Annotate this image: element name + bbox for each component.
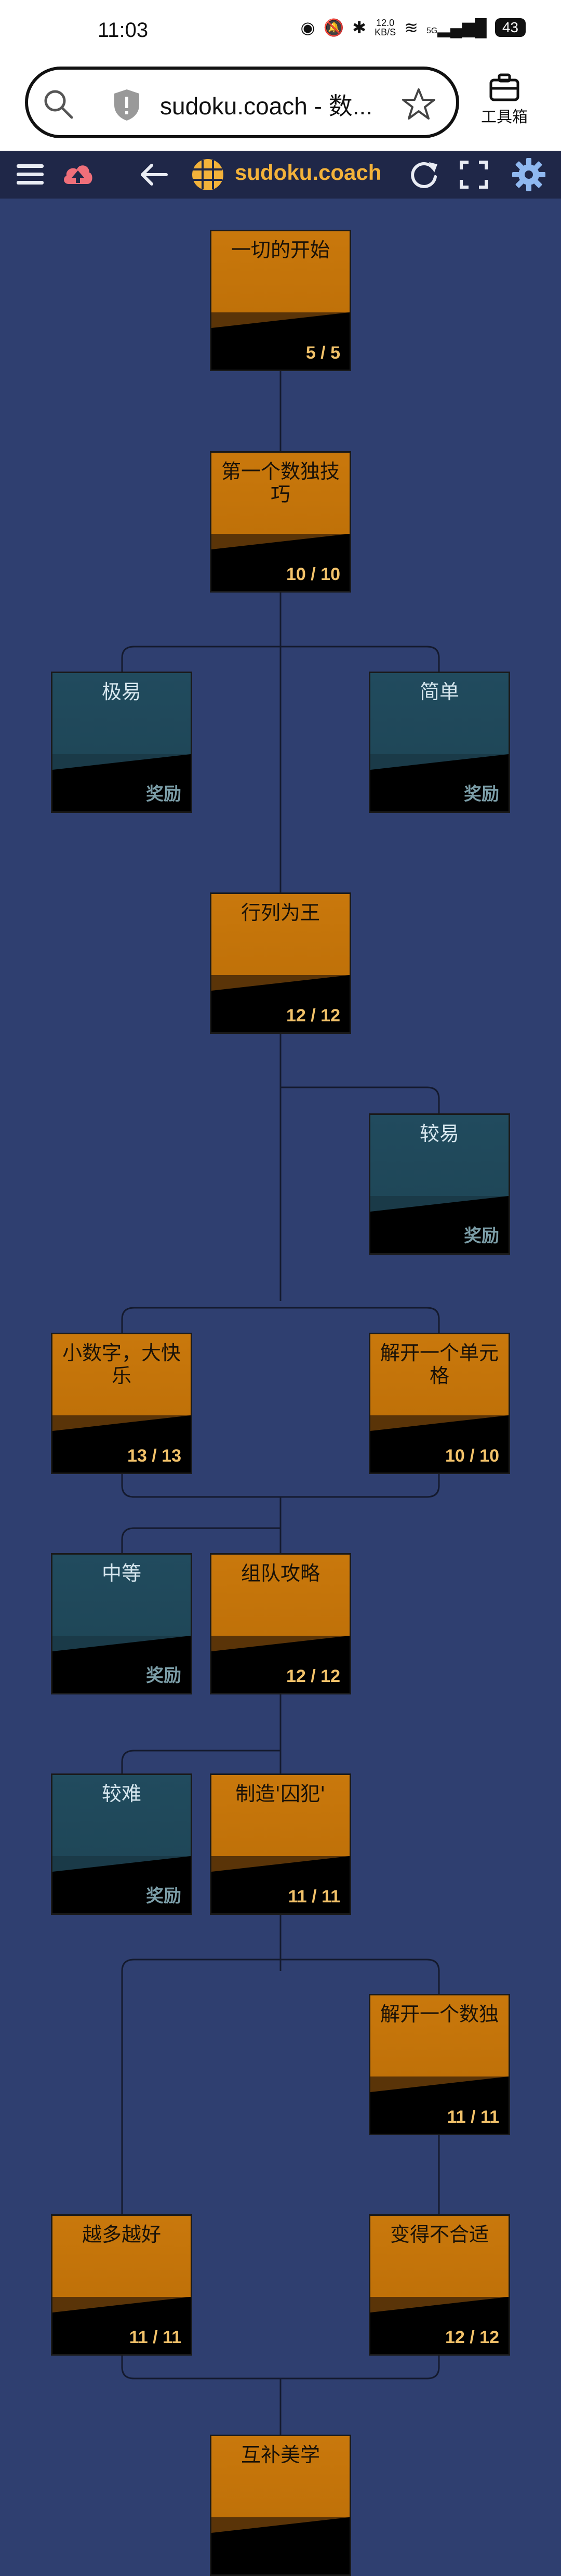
node-title: 小数字，大快乐: [62, 1342, 181, 1387]
node-progress: 11 / 11: [129, 2328, 181, 2347]
node-title: 第一个数独技巧: [221, 460, 340, 506]
lesson-node[interactable]: 互补美学: [210, 2435, 351, 2576]
node-progress: 5 / 5: [305, 343, 340, 363]
lesson-node[interactable]: 制造'囚犯' 11 / 11: [210, 1773, 351, 1915]
reward-node[interactable]: 较易 奖励: [369, 1113, 510, 1255]
lesson-node[interactable]: 一切的开始 5 / 5: [210, 230, 351, 371]
node-progress: 12 / 12: [286, 1666, 340, 1686]
bookmark-star-icon[interactable]: [402, 87, 435, 121]
status-bar: 11:03 ◉ 🔕 ✱ 12.0 KB/S ≋ 5G▂▄▆█ 43: [0, 0, 561, 62]
node-band: [52, 1856, 191, 1913]
node-progress: 11 / 11: [447, 2107, 499, 2127]
toolbox-label: 工具箱: [481, 109, 528, 126]
node-progress: 10 / 10: [445, 1446, 499, 1466]
tree-connectors: [121, 371, 440, 2435]
battery-indicator: 43: [495, 18, 526, 37]
app-title: sudoku.coach: [235, 160, 382, 185]
focus-mode-icon: ◉: [300, 18, 315, 37]
reward-node[interactable]: 极易 奖励: [51, 672, 192, 813]
node-band: [52, 1415, 191, 1473]
node-reward-label: 奖励: [464, 784, 499, 804]
node-title: 较难: [101, 1782, 141, 1805]
lesson-node[interactable]: 组队攻略 12 / 12: [210, 1553, 351, 1694]
reward-node[interactable]: 较难 奖励: [51, 1773, 192, 1915]
node-title: 越多越好: [82, 2223, 161, 2246]
lesson-node[interactable]: 变得不合适 12 / 12: [369, 2214, 510, 2356]
refresh-icon[interactable]: [406, 157, 442, 192]
toolbox-button[interactable]: 工具箱: [476, 73, 533, 127]
node-title: 一切的开始: [231, 239, 330, 261]
node-title: 极易: [101, 680, 141, 703]
node-band: [370, 2297, 509, 2354]
node-band: [370, 1196, 509, 1253]
node-reward-label: 奖励: [146, 784, 181, 804]
node-title: 变得不合适: [390, 2223, 489, 2246]
cloud-upload-icon[interactable]: [60, 157, 96, 192]
lesson-node[interactable]: 解开一个数独 11 / 11: [369, 1994, 510, 2135]
node-reward-label: 奖励: [464, 1226, 499, 1246]
toolbox-icon: [489, 73, 519, 101]
lesson-node[interactable]: 第一个数独技巧 10 / 10: [210, 451, 351, 593]
shield-icon[interactable]: [112, 88, 141, 122]
node-progress: 13 / 13: [127, 1446, 181, 1466]
node-title: 简单: [419, 680, 459, 703]
status-icons: ◉ 🔕 ✱ 12.0 KB/S ≋ 5G▂▄▆█ 43: [301, 18, 526, 37]
node-reward-label: 奖励: [146, 1886, 181, 1906]
node-title: 解开一个数独: [380, 2003, 499, 2026]
node-band: [52, 1636, 191, 1693]
url-text[interactable]: sudoku.coach - 数...: [160, 93, 373, 120]
node-progress: 10 / 10: [286, 564, 340, 584]
cell-signal-icon: 5G▂▄▆█: [426, 18, 487, 37]
node-title: 中等: [101, 1562, 141, 1585]
node-band: [370, 1415, 509, 1473]
browser-toolbar: sudoku.coach - 数... 工具箱: [0, 62, 561, 151]
node-title: 制造'囚犯': [235, 1782, 326, 1805]
hamburger-menu-icon[interactable]: [12, 157, 48, 192]
net-speed: 12.0 KB/S: [375, 18, 396, 37]
reward-node[interactable]: 中等 奖励: [51, 1553, 192, 1694]
sudoku-logo-icon: [192, 159, 223, 190]
lesson-node[interactable]: 越多越好 11 / 11: [51, 2214, 192, 2356]
node-band: [211, 975, 350, 1032]
node-title: 较易: [419, 1122, 459, 1145]
node-progress: 12 / 12: [445, 2328, 499, 2347]
node-title: 组队攻略: [241, 1562, 320, 1585]
node-band: [211, 2517, 350, 2574]
settings-gear-icon[interactable]: [511, 157, 546, 192]
lesson-node[interactable]: 解开一个单元格 10 / 10: [369, 1333, 510, 1474]
bluetooth-icon: ✱: [352, 18, 367, 37]
node-reward-label: 奖励: [146, 1666, 181, 1686]
lesson-tree: 一切的开始 5 / 5 第一个数独技巧 10 / 10 极易 奖励 简单 奖励 …: [0, 199, 561, 2576]
back-arrow-icon[interactable]: [136, 157, 171, 192]
node-band: [211, 534, 350, 591]
fullscreen-icon[interactable]: [456, 157, 491, 192]
node-band: [211, 312, 350, 370]
mute-bell-icon: 🔕: [323, 18, 344, 37]
node-band: [370, 2076, 509, 2134]
node-band: [370, 754, 509, 811]
node-title: 互补美学: [241, 2443, 320, 2466]
node-band: [52, 2297, 191, 2354]
search-icon[interactable]: [42, 87, 75, 121]
node-title: 解开一个单元格: [380, 1342, 499, 1387]
app-header: sudoku.coach: [0, 151, 561, 199]
node-progress: 11 / 11: [288, 1887, 340, 1907]
status-time: 11:03: [98, 19, 149, 42]
node-title: 行列为王: [241, 901, 320, 924]
node-band: [211, 1856, 350, 1913]
node-progress: 12 / 12: [286, 1006, 340, 1026]
wifi-icon: ≋: [404, 18, 418, 37]
reward-node[interactable]: 简单 奖励: [369, 672, 510, 813]
address-bar[interactable]: sudoku.coach - 数...: [25, 67, 459, 138]
node-band: [211, 1636, 350, 1693]
lesson-node[interactable]: 小数字，大快乐 13 / 13: [51, 1333, 192, 1474]
node-band: [52, 754, 191, 811]
lesson-node[interactable]: 行列为王 12 / 12: [210, 892, 351, 1034]
